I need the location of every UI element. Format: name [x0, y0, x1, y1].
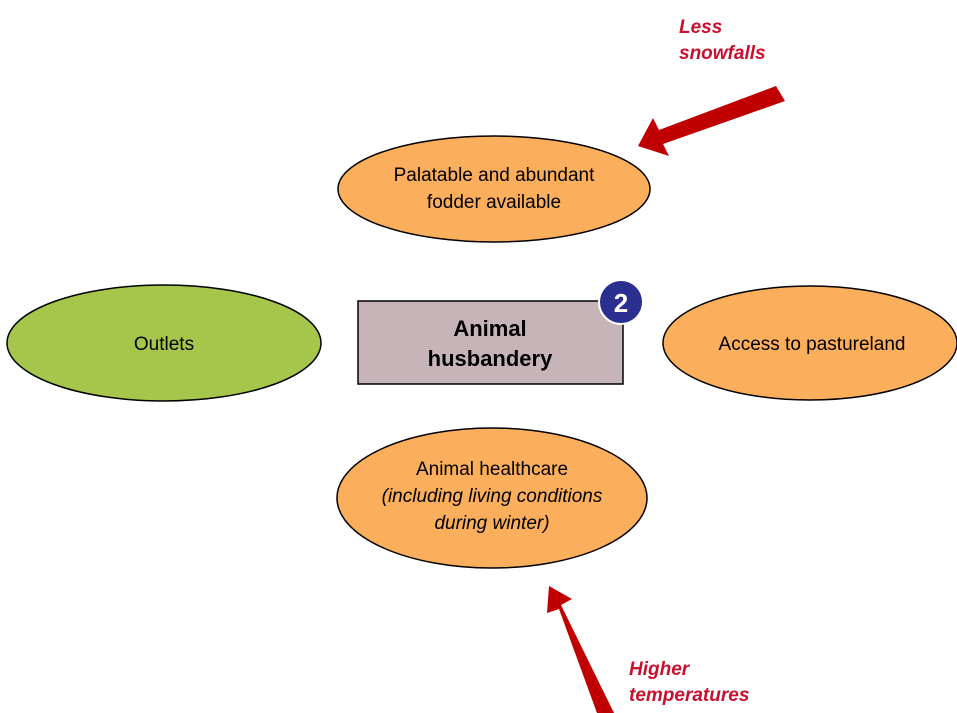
center-node: Animal husbandery: [357, 300, 624, 385]
step-badge-number: 2: [614, 288, 628, 318]
fodder-node: Palatable and abundant fodder available: [337, 135, 651, 243]
center-label-line1: Animal: [453, 316, 526, 341]
temp-factor: Higher temperatures: [547, 586, 749, 713]
outlets-ellipse: [6, 284, 322, 402]
snow-factor: Less snowfalls: [638, 17, 785, 156]
healthcare-label-line2: (including living conditions: [382, 486, 603, 507]
temp-label-line1: Higher: [629, 659, 691, 680]
center-label-line2: husbandery: [428, 346, 553, 371]
healthcare-node: Animal healthcare (including living cond…: [336, 427, 648, 569]
healthcare-label-line1: Animal healthcare: [416, 459, 568, 480]
temp-label-line2: temperatures: [629, 685, 749, 706]
pasture-node: Access to pastureland: [662, 285, 957, 401]
outlets-label: Outlets: [134, 334, 194, 355]
pasture-ellipse: [662, 285, 957, 401]
snow-label-line2: snowfalls: [679, 43, 766, 64]
center-box: [357, 300, 624, 385]
step-badge-circle: [598, 279, 644, 325]
pasture-label: Access to pastureland: [719, 334, 906, 355]
fodder-label-line2: fodder available: [427, 192, 561, 213]
healthcare-label-line3: during winter): [434, 513, 549, 534]
arrow-icon: [547, 586, 614, 713]
outlets-node: Outlets: [6, 284, 322, 402]
step-badge: 2: [598, 279, 644, 325]
arrow-icon: [638, 86, 785, 156]
snow-label-line1: Less: [679, 17, 722, 38]
fodder-ellipse: [337, 135, 651, 243]
healthcare-ellipse: [336, 427, 648, 569]
fodder-label-line1: Palatable and abundant: [394, 165, 595, 186]
